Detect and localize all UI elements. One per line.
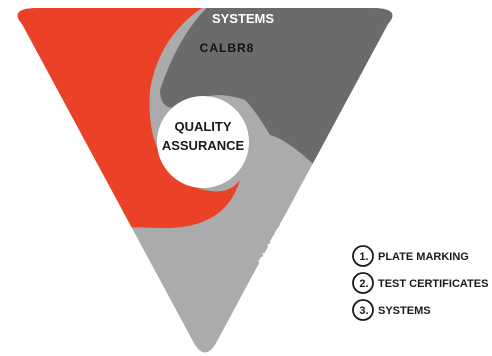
legend-item: 2. TEST CERTIFICATES (352, 272, 488, 294)
legend-number-circle (352, 299, 374, 321)
legend-number-circle (352, 245, 374, 267)
legend-number: 3. (359, 305, 368, 317)
legend-item: 1. PLATE MARKING (352, 245, 469, 267)
legend-number: 1. (359, 251, 368, 263)
center-circle (157, 96, 249, 188)
legend: 1. PLATE MARKING 2. TEST CERTIFICATES 3.… (352, 245, 488, 321)
legend-item: 3. SYSTEMS (352, 299, 431, 321)
legend-label: SYSTEMS (378, 305, 431, 317)
legend-number-circle (352, 272, 374, 294)
center-title-line2: ASSURANCE (162, 138, 245, 153)
label-systems: SYSTEMS (212, 11, 274, 26)
center-title-line1: QUALITY (174, 119, 231, 134)
calbr8-logo: CALBR8 (200, 41, 255, 55)
legend-label: PLATE MARKING (378, 251, 469, 263)
legend-label: TEST CERTIFICATES (378, 278, 488, 290)
legend-number: 2. (359, 278, 368, 290)
